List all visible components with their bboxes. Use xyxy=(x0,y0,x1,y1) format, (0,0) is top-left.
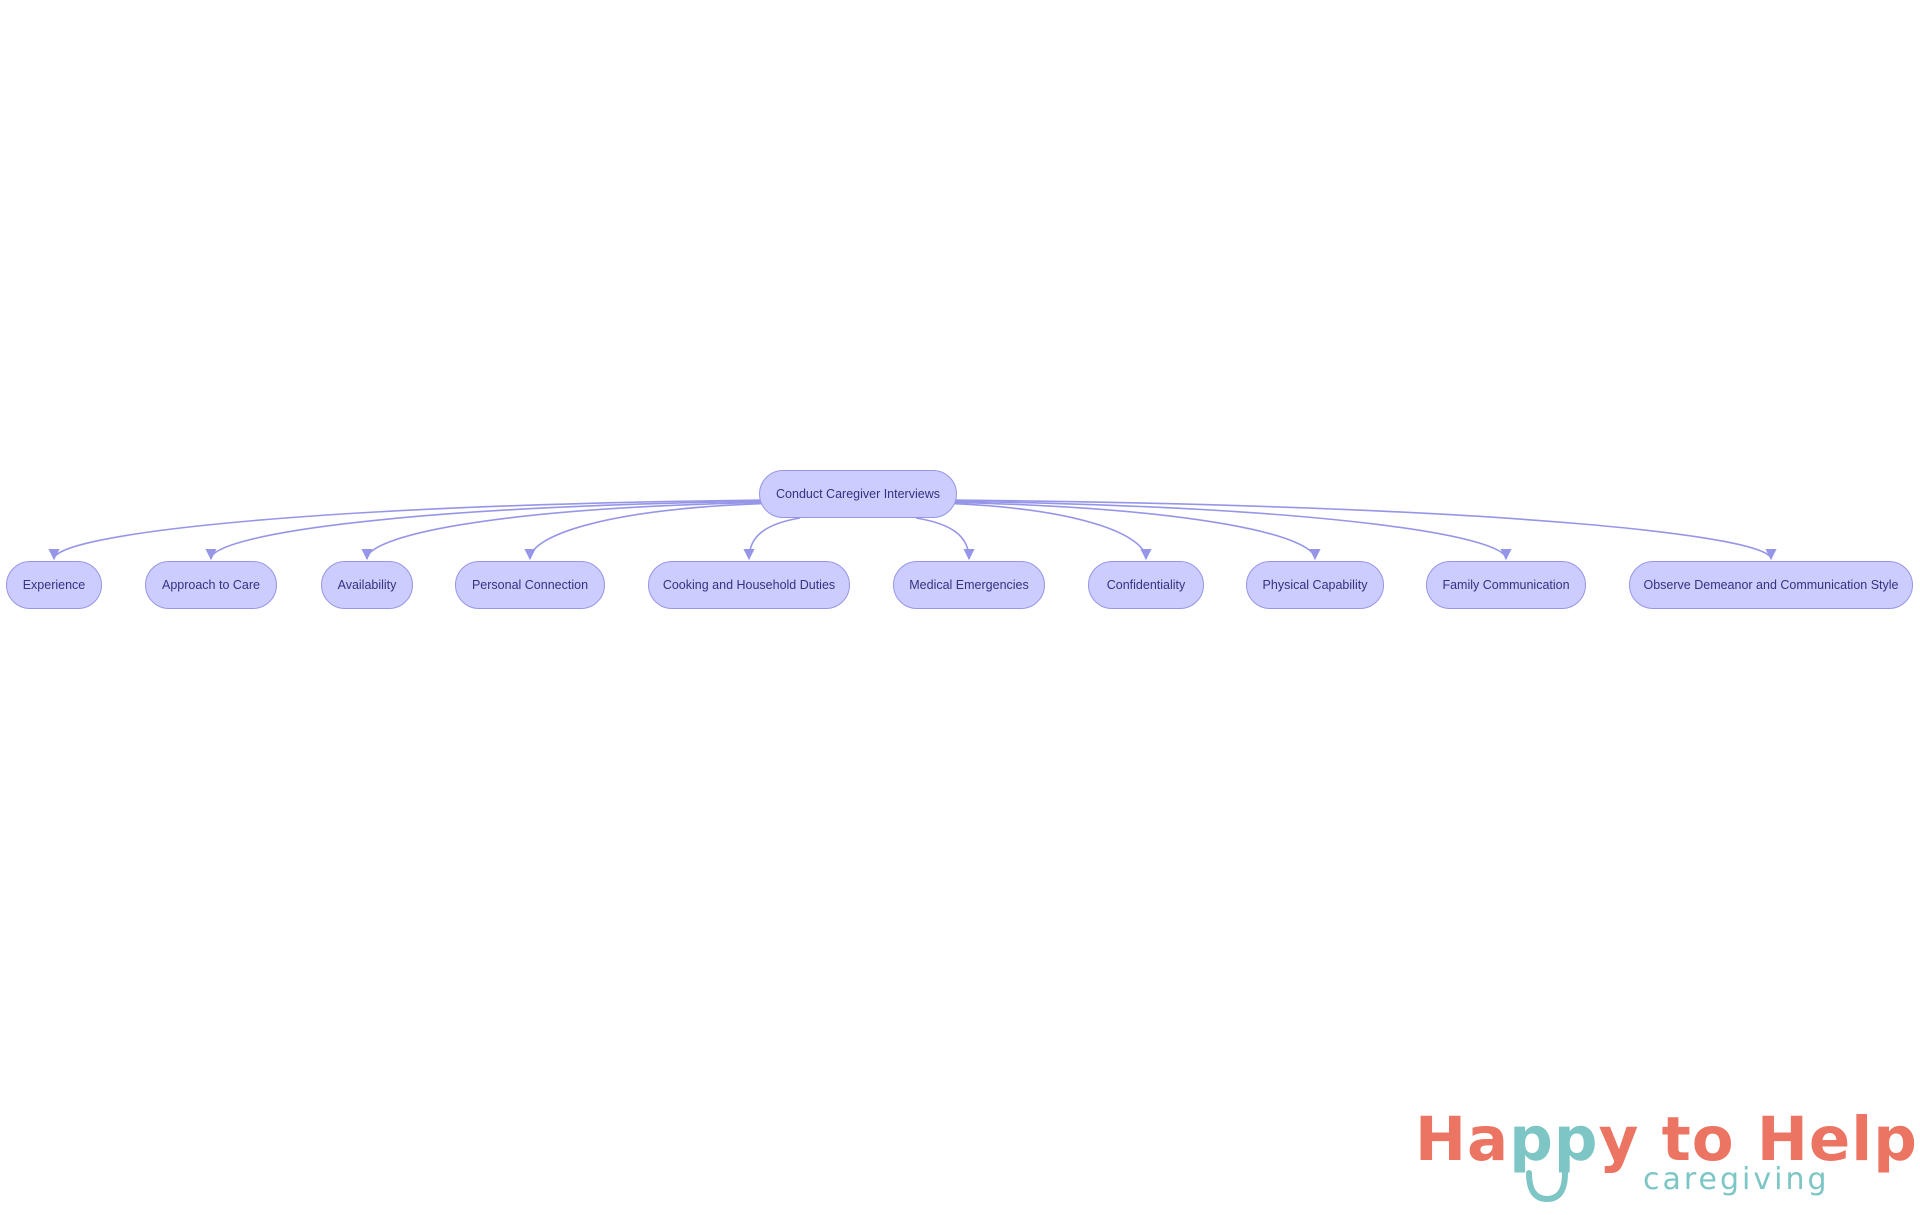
node-approach-to-care[interactable]: Approach to Care xyxy=(145,561,277,609)
logo-text-part3: y to Help xyxy=(1598,1104,1918,1175)
node-family-communication[interactable]: Family Communication xyxy=(1426,561,1586,609)
node-availability[interactable]: Availability xyxy=(321,561,413,609)
edge-to-experience xyxy=(48,499,764,561)
node-conduct-caregiver-interviews[interactable]: Conduct Caregiver Interviews xyxy=(759,470,957,518)
node-confidentiality[interactable]: Confidentiality xyxy=(1088,561,1204,609)
logo-subtitle: caregiving xyxy=(1643,1162,1830,1197)
edge-to-personal-connection xyxy=(524,502,764,561)
edge-to-medical-emergencies xyxy=(915,517,975,561)
logo-wordmark: Happy to Help xyxy=(1415,1105,1918,1175)
node-personal-connection[interactable]: Personal Connection xyxy=(455,561,605,609)
logo-text-part1: Ha xyxy=(1415,1104,1510,1175)
logo-text-part2: pp xyxy=(1509,1104,1599,1175)
node-medical-emergencies[interactable]: Medical Emergencies xyxy=(893,561,1045,609)
edge-to-availability xyxy=(361,501,764,561)
node-experience[interactable]: Experience xyxy=(6,561,102,609)
node-observe-demeanor[interactable]: Observe Demeanor and Communication Style xyxy=(1629,561,1913,609)
edge-to-confidentiality xyxy=(952,502,1152,561)
happy-to-help-logo: Happy to Help caregiving xyxy=(1415,1105,1917,1203)
edge-to-approach-to-care xyxy=(205,500,764,561)
node-cooking-and-household-duties[interactable]: Cooking and Household Duties xyxy=(648,561,850,609)
edge-to-family-communication xyxy=(952,500,1512,561)
edge-to-cooking-and-household-duties xyxy=(743,517,801,561)
node-physical-capability[interactable]: Physical Capability xyxy=(1246,561,1384,609)
smile-icon xyxy=(1526,1170,1568,1203)
edge-to-observe-demeanor xyxy=(952,499,1777,561)
edge-to-physical-capability xyxy=(952,501,1321,561)
